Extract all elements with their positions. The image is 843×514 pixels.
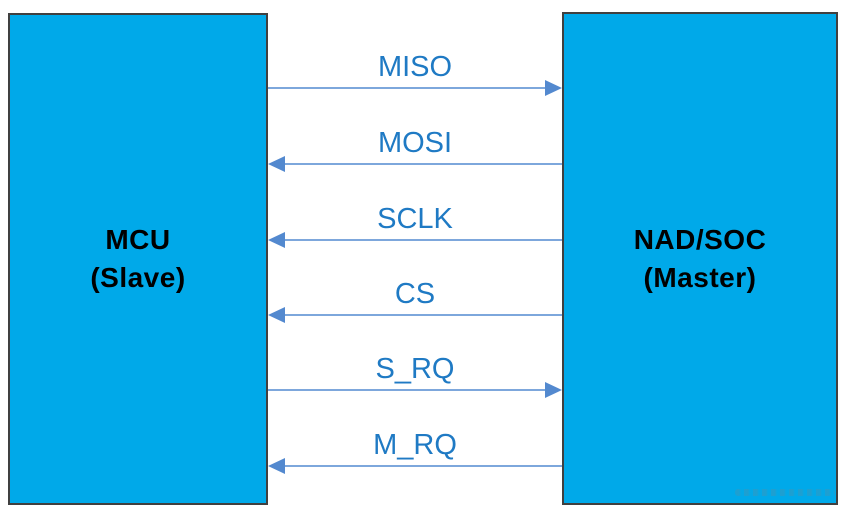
signal-label: MISO — [377, 51, 453, 83]
signal-line — [268, 389, 547, 391]
arrowhead-right-icon — [545, 80, 562, 96]
signal-label: S_RQ — [375, 353, 455, 385]
arrowhead-left-icon — [268, 307, 285, 323]
nad-soc-subtitle: (Master) — [643, 261, 757, 293]
nad-soc-master-box: NAD/SOC (Master) — [562, 12, 838, 505]
mcu-slave-label: MCU (Slave) — [90, 221, 185, 297]
signal-label: CS — [394, 278, 436, 310]
signal-line — [268, 87, 547, 89]
arrowhead-left-icon — [268, 232, 285, 248]
arrowhead-right-icon — [545, 382, 562, 398]
arrowhead-left-icon — [268, 156, 285, 172]
mcu-slave-box: MCU (Slave) — [8, 13, 268, 505]
nad-soc-master-label: NAD/SOC (Master) — [634, 221, 767, 297]
signal-label: M_RQ — [373, 429, 457, 461]
mcu-title: MCU — [105, 224, 171, 255]
arrowhead-left-icon — [268, 458, 285, 474]
nad-soc-title: NAD/SOC — [633, 223, 767, 255]
signal-line — [283, 465, 562, 467]
mcu-subtitle: (Slave) — [90, 262, 186, 293]
signal-label: SCLK — [377, 203, 453, 235]
signal-line — [283, 239, 562, 241]
watermark — [735, 489, 835, 496]
signal-line — [283, 314, 562, 316]
signal-label: MOSI — [377, 127, 453, 159]
signal-line — [283, 163, 562, 165]
